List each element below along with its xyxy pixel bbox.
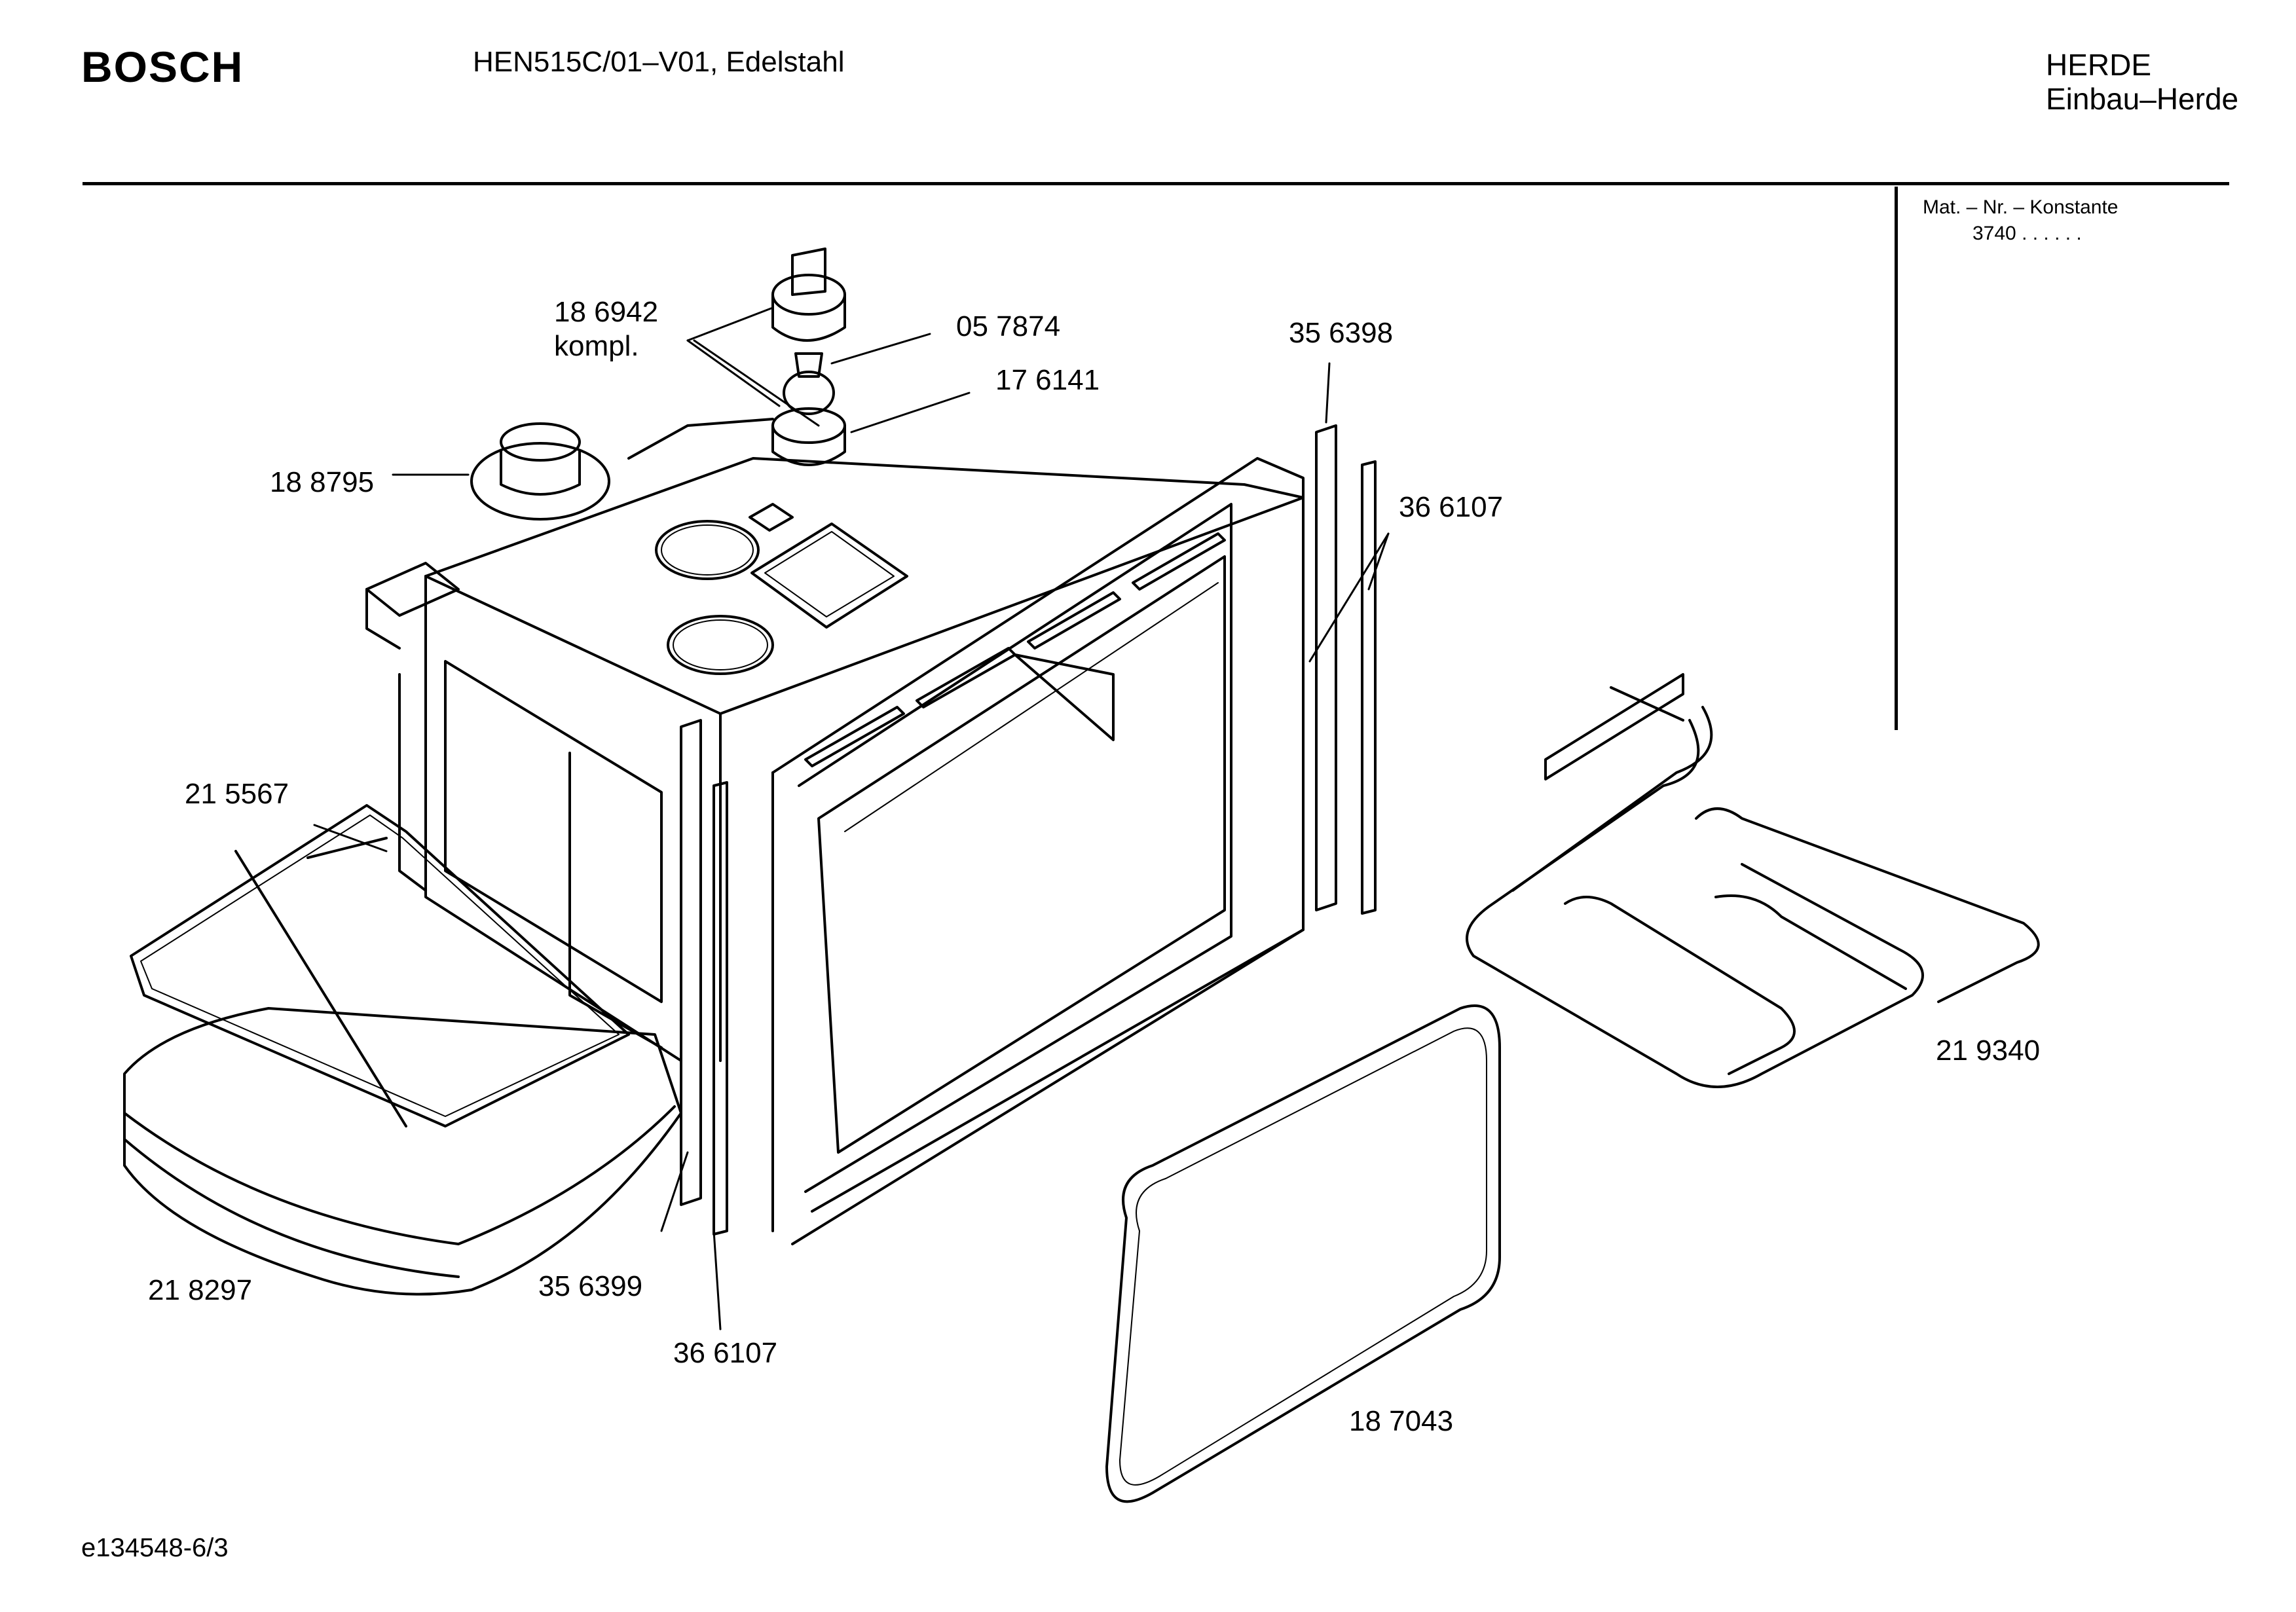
side-rail-356399 bbox=[680, 719, 702, 1206]
subcategory-label: Einbau–Herde bbox=[2046, 82, 2239, 116]
category-label: HERDE bbox=[2046, 48, 2152, 82]
insulation-mat-218297 bbox=[123, 1007, 682, 1296]
model-title: HEN515C/01–V01, Edelstahl bbox=[473, 46, 845, 78]
part-label-186942-note: kompl. bbox=[554, 330, 639, 362]
part-label-218297: 21 8297 bbox=[148, 1274, 253, 1306]
side-strip-366107-bottom bbox=[713, 781, 728, 1236]
header-divider bbox=[83, 182, 2229, 185]
part-label-219340: 21 9340 bbox=[1936, 1035, 2041, 1067]
material-number-title: Mat. – Nr. – Konstante bbox=[1923, 196, 2119, 218]
brand-logo: BOSCH bbox=[81, 43, 244, 91]
leader-lines bbox=[313, 306, 1390, 1330]
part-label-057874: 05 7874 bbox=[956, 310, 1061, 342]
door-seal-187043 bbox=[1105, 1004, 1501, 1503]
side-strip-366107-right bbox=[1361, 460, 1377, 915]
material-box-divider bbox=[1895, 187, 1898, 730]
lower-heater-215567 bbox=[130, 804, 630, 1127]
part-label-187043: 18 7043 bbox=[1349, 1405, 1454, 1437]
drawing-id: e134548-6/3 bbox=[81, 1533, 229, 1562]
part-label-215567: 21 5567 bbox=[185, 778, 289, 810]
material-number-value: 3740 . . . . . . bbox=[1972, 223, 2082, 244]
part-label-356399: 35 6399 bbox=[538, 1270, 643, 1302]
fan-cover-188795 bbox=[470, 422, 610, 521]
thermostat-assembly bbox=[771, 247, 846, 466]
part-label-186942: 18 6942 bbox=[554, 296, 659, 328]
part-label-366107-right: 36 6107 bbox=[1399, 491, 1504, 523]
upper-heater-219340 bbox=[1466, 673, 2040, 1088]
side-rail-356398 bbox=[1315, 424, 1337, 911]
part-label-188795: 18 8795 bbox=[270, 466, 375, 498]
front-frame bbox=[771, 457, 1305, 1245]
part-label-176141: 17 6141 bbox=[995, 364, 1100, 396]
part-label-356398: 35 6398 bbox=[1289, 317, 1394, 349]
part-label-366107-bottom: 36 6107 bbox=[673, 1337, 778, 1369]
